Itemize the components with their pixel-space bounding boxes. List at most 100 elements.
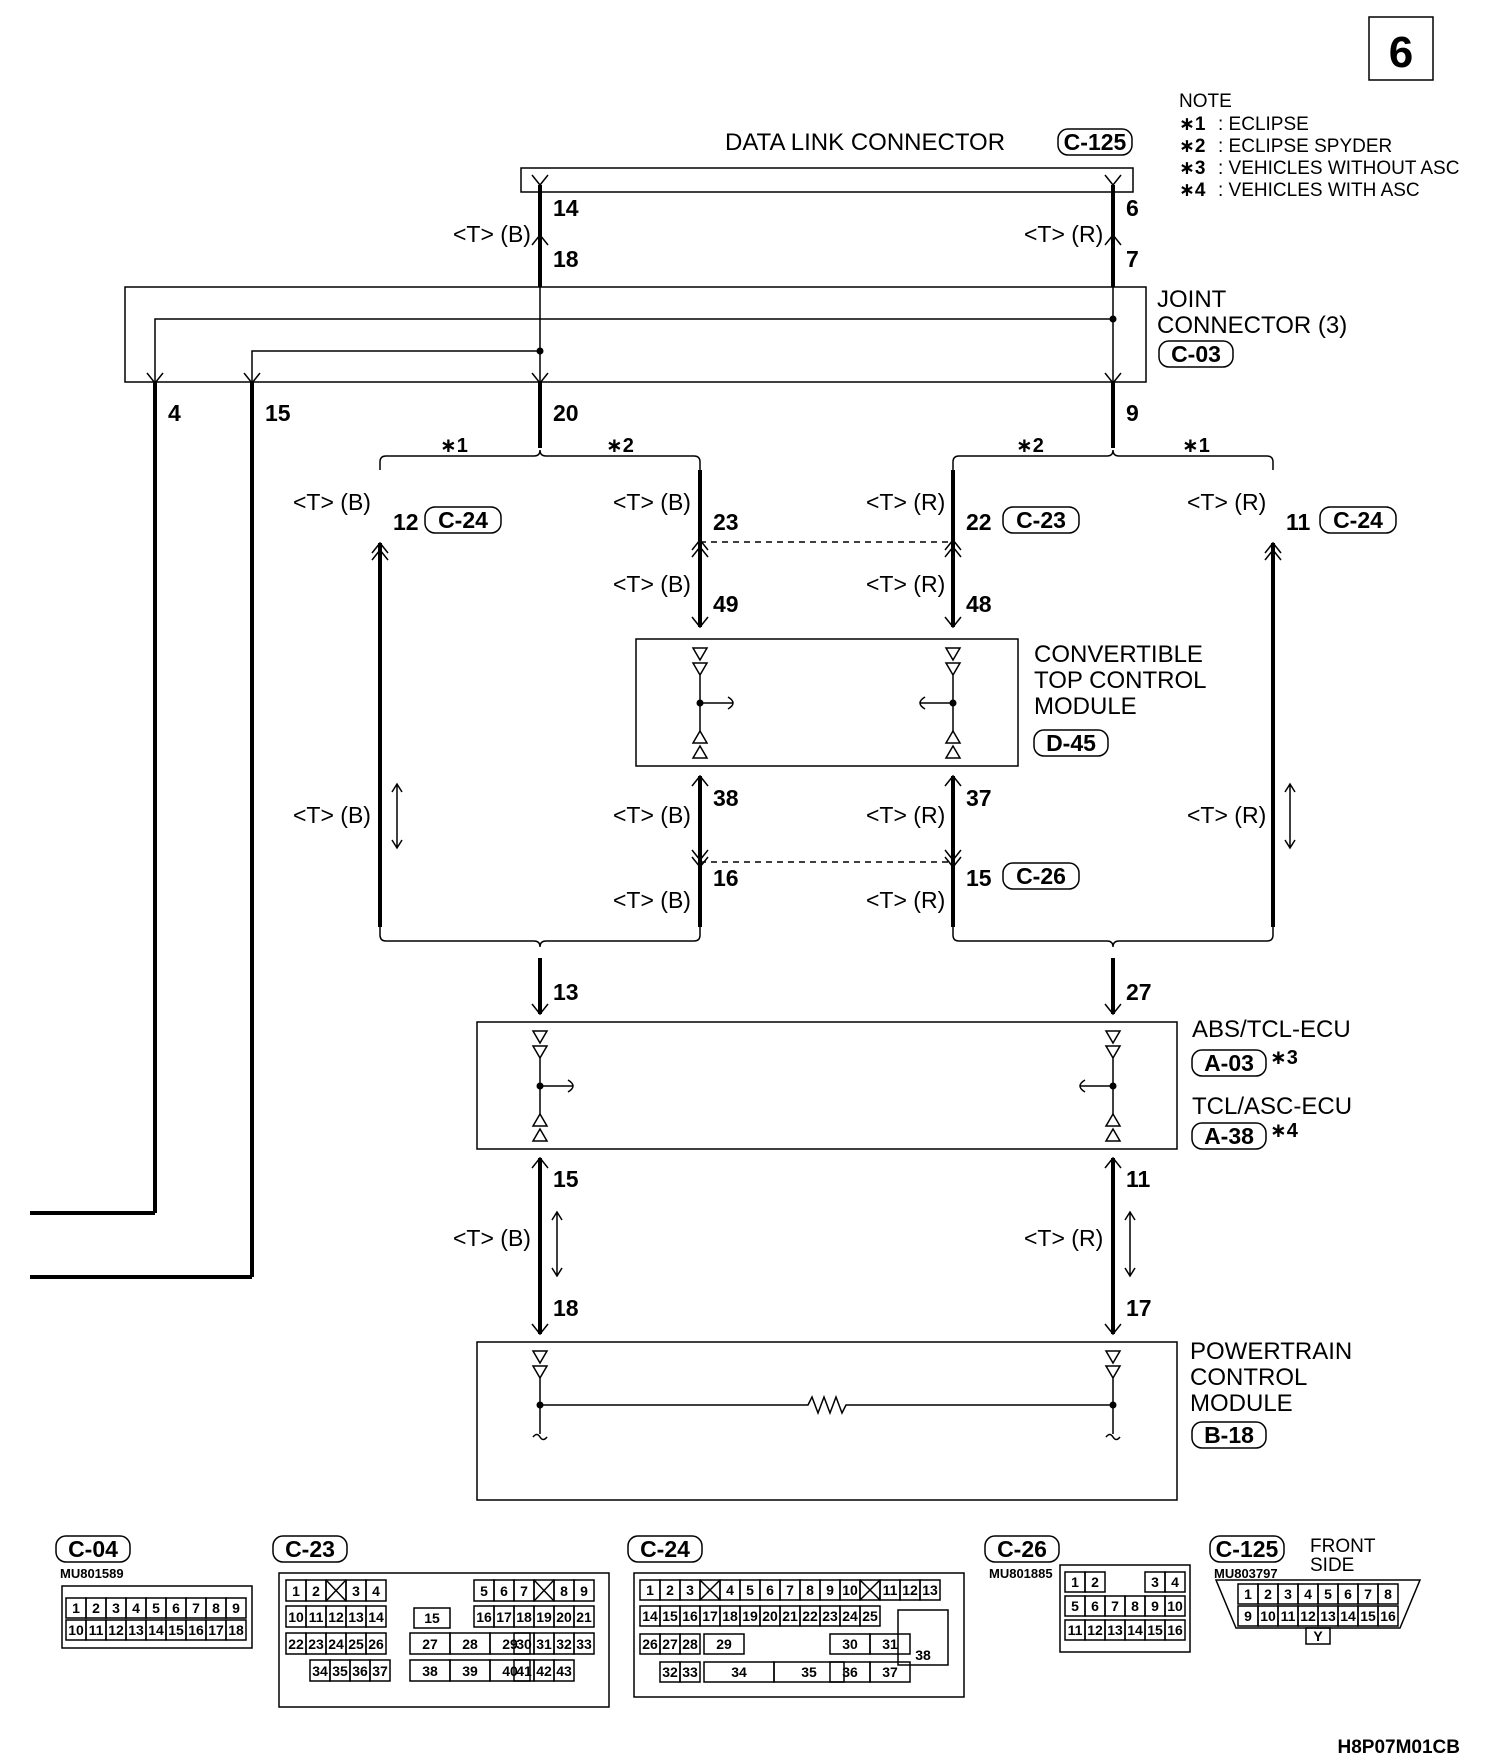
wire-label-r-d45-top: <T> (R)	[866, 571, 945, 597]
c23-pin: 26	[368, 1636, 384, 1652]
c24-cell	[859, 1605, 881, 1627]
c24-pin: 14	[642, 1608, 658, 1624]
c24-pin: 29	[716, 1636, 732, 1652]
c23-pin: 27	[422, 1636, 438, 1652]
joint-code: C-03	[1171, 341, 1221, 367]
pin-abs-top-left: 13	[553, 979, 579, 1005]
c04-pin: 14	[148, 1622, 164, 1638]
c125-pin: 5	[1324, 1586, 1332, 1602]
c23-pin: 33	[576, 1636, 592, 1652]
pcm-code: B-18	[1204, 1422, 1254, 1448]
c23-pin: 18	[516, 1609, 532, 1625]
pin-abs-top-right: 27	[1126, 979, 1152, 1005]
note-mark-3: ∗3	[1179, 158, 1206, 179]
c24-pin: 28	[682, 1636, 698, 1652]
c23-pin: 28	[462, 1636, 478, 1652]
c26-pin: 13	[1107, 1622, 1123, 1638]
c04-pin: 7	[192, 1600, 200, 1616]
c125-pin: 16	[1380, 1608, 1396, 1624]
c04-pin: 15	[168, 1622, 184, 1638]
c24-cell	[919, 1579, 941, 1601]
c04-pin: 18	[228, 1622, 244, 1638]
tcl-name: TCL/ASC-ECU	[1192, 1093, 1352, 1120]
c23-cell	[413, 1607, 451, 1629]
page-number-box: 6	[1368, 16, 1434, 81]
c26-part: MU801885	[989, 1566, 1053, 1581]
pcm-name-3: MODULE	[1190, 1390, 1293, 1417]
c23-pin: 1	[292, 1583, 300, 1599]
c23-pin: 7	[520, 1583, 528, 1599]
c24-pin: 26	[642, 1636, 658, 1652]
c125-part: MU803797	[1214, 1566, 1278, 1581]
c23-cell	[365, 1605, 387, 1628]
dlc-code-badge	[1057, 128, 1133, 156]
c125-pin: 9	[1244, 1608, 1252, 1624]
c23-pin: 16	[476, 1609, 492, 1625]
pin-c24-left: 12	[393, 509, 419, 535]
note-title: NOTE	[1179, 91, 1232, 112]
pin-d45-top-right: 48	[966, 591, 992, 617]
wire-label-r-c24: <T> (R)	[1187, 489, 1266, 515]
convertible-top-control-module: CONVERTIBLE TOP CONTROL MODULE D-45	[635, 638, 1206, 767]
c23-pin: 23	[308, 1636, 324, 1652]
wire-label-b-c26: <T> (B)	[613, 887, 691, 913]
c125-side-2: SIDE	[1310, 1555, 1354, 1576]
wire-label-b-c23: <T> (B)	[613, 489, 691, 515]
c125-pin: 3	[1284, 1586, 1292, 1602]
c125-pin: 12	[1300, 1608, 1316, 1624]
pcm-name-2: CONTROL	[1190, 1364, 1307, 1391]
c125-cell	[1377, 1605, 1399, 1627]
code-c26: C-26	[1016, 863, 1066, 889]
c23-pin: 13	[348, 1609, 364, 1625]
page-number: 6	[1389, 28, 1413, 77]
c125-pin: 4	[1304, 1586, 1312, 1602]
c23-cell	[369, 1659, 391, 1682]
ctcm-code: D-45	[1046, 730, 1096, 756]
pin-c26-left: 16	[713, 865, 739, 891]
pin-jc-out-4: 4	[168, 400, 181, 426]
c23-pin: 19	[536, 1609, 552, 1625]
pin-jc-in-left: 18	[553, 246, 579, 272]
c24-cell	[703, 1633, 745, 1655]
c24-pin: 24	[842, 1608, 858, 1624]
c125-side-1: FRONT	[1310, 1536, 1376, 1557]
mark-top-right-2: ∗2	[1016, 435, 1044, 457]
c23-cell	[365, 1632, 387, 1655]
c24-pin: 15	[662, 1608, 678, 1624]
c04-pin: 5	[152, 1600, 160, 1616]
joint-connector-body	[124, 286, 1147, 383]
pin-jc-out-9: 9	[1126, 400, 1139, 426]
pin-d45-bot-right: 37	[966, 785, 992, 811]
c23-pin: 14	[368, 1609, 384, 1625]
mark-top-right-1: ∗1	[1182, 435, 1210, 457]
c24-pin: 19	[742, 1608, 758, 1624]
c23-pin: 15	[424, 1610, 440, 1626]
abs-ecu-body	[476, 1021, 1178, 1150]
c04-pin: 17	[208, 1622, 224, 1638]
c24-cell	[773, 1661, 845, 1683]
c04-code: C-04	[68, 1536, 118, 1562]
c24-pin: 38	[915, 1647, 931, 1663]
pin-jc-in-right: 7	[1126, 246, 1139, 272]
joint-name-2: CONNECTOR (3)	[1157, 312, 1347, 339]
c125-cell	[1377, 1583, 1399, 1605]
c04-cell	[225, 1597, 247, 1619]
wire-label-r-c26: <T> (R)	[866, 887, 945, 913]
c125-pin: 15	[1360, 1608, 1376, 1624]
pin-jc-out-15: 15	[265, 400, 291, 426]
code-c24-left: C-24	[438, 507, 488, 533]
joint-name-1: JOINT	[1157, 286, 1227, 313]
c04-pin: 2	[92, 1600, 100, 1616]
c04-pin: 1	[72, 1600, 80, 1616]
mark-top-left-2: ∗2	[606, 435, 634, 457]
c26-pin: 5	[1071, 1598, 1079, 1614]
c24-pin: 5	[746, 1582, 754, 1598]
dlc-body	[520, 167, 1134, 193]
joint-code-badge	[1158, 340, 1234, 368]
wire-label-r-top: <T> (R)	[1024, 221, 1103, 247]
ctcm-code-badge	[1033, 729, 1109, 757]
wire-label-r-c24-mid: <T> (R)	[1187, 802, 1266, 828]
c24-code: C-24	[640, 1536, 690, 1562]
pin-pcm-left: 18	[553, 1295, 579, 1321]
c24-pin: 31	[882, 1636, 898, 1652]
